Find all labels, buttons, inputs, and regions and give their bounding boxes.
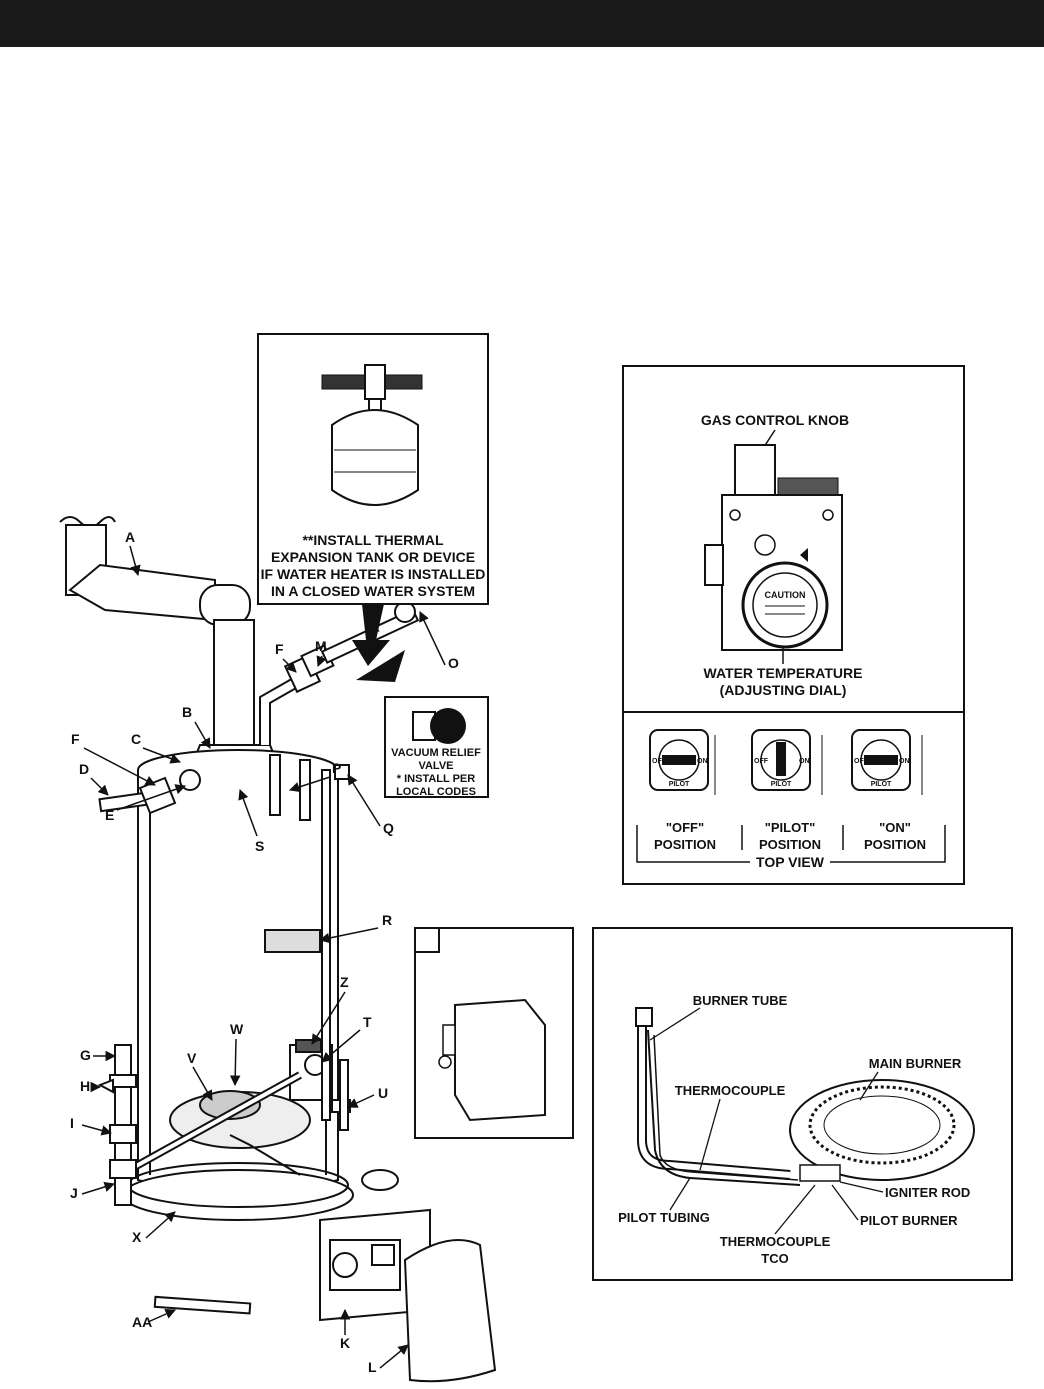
thermocouple-tco-label-1: THERMOCOUPLE	[720, 1234, 831, 1249]
knob-pilot-pilot: PILOT	[771, 781, 792, 788]
label-k: K	[340, 1335, 350, 1351]
label-f-left: F	[71, 731, 80, 747]
vacuum-text-3: * INSTALL PER	[397, 773, 475, 785]
dial-label-2: (ADJUSTING DIAL)	[720, 682, 847, 698]
label-h: H	[80, 1078, 90, 1094]
burner-tube-label: BURNER TUBE	[693, 993, 788, 1008]
label-t: T	[363, 1014, 372, 1030]
label-j: J	[70, 1185, 78, 1201]
knob-on-off: OFF	[854, 758, 869, 765]
label-s: S	[255, 838, 264, 854]
label-v: V	[187, 1050, 197, 1066]
on-label-2: POSITION	[864, 837, 926, 852]
expansion-text-1: **INSTALL THERMAL	[302, 532, 443, 548]
expansion-tank-panel: **INSTALL THERMAL EXPANSION TANK OR DEVI…	[257, 333, 489, 605]
label-b: B	[182, 704, 192, 720]
vacuum-text-2: VALVE	[418, 760, 453, 772]
label-e: E	[105, 807, 114, 823]
knob-off-on: ON	[697, 758, 708, 765]
knob-on-on: ON	[899, 758, 910, 765]
gas-control-panel: GAS CONTROL KNOB CAUTION WATER TEMPERATU…	[622, 365, 965, 885]
vacuum-relief-panel: VACUUM RELIEF VALVE * INSTALL PER LOCAL …	[384, 696, 489, 798]
tco-module-panel	[414, 927, 574, 1139]
pilot-tubing-label: PILOT TUBING	[618, 1210, 710, 1225]
pilot-label-2: POSITION	[759, 837, 821, 852]
knob-pilot: PILOT OFF ON	[751, 729, 823, 795]
knob-on: PILOT OFF ON	[851, 729, 923, 795]
pilot-burner-label: PILOT BURNER	[860, 1213, 958, 1228]
label-aa: AA	[132, 1314, 152, 1330]
callout-labels: A B C D E F F M N O P Q S R Z T W V G H …	[70, 529, 459, 1375]
knob-off-off: OFF	[652, 758, 667, 765]
gas-control-knob-label: GAS CONTROL KNOB	[701, 412, 849, 428]
off-label-1: "OFF"	[666, 820, 704, 835]
thermocouple-label: THERMOCOUPLE	[675, 1083, 786, 1098]
label-n: N	[364, 642, 374, 658]
dial-label-1: WATER TEMPERATURE	[704, 665, 863, 681]
expansion-arrow	[352, 604, 390, 666]
burner-panel: BURNER TUBE MAIN BURNER THERMOCOUPLE IGN…	[592, 927, 1013, 1281]
label-i: I	[70, 1115, 74, 1131]
off-label-2: POSITION	[654, 837, 716, 852]
label-l: L	[368, 1359, 377, 1375]
vacuum-text-4: LOCAL CODES	[396, 786, 476, 798]
igniter-rod-label: IGNITER ROD	[885, 1185, 970, 1200]
label-m: M	[315, 638, 327, 654]
expansion-text-4: IN A CLOSED WATER SYSTEM	[271, 583, 475, 599]
water-heater-illustration	[59, 516, 497, 1383]
expansion-text-2: EXPANSION TANK OR DEVICE	[271, 549, 475, 565]
label-w: W	[230, 1021, 244, 1037]
label-g: G	[80, 1047, 91, 1063]
label-p: P	[332, 760, 341, 776]
knob-off: PILOT OFF ON	[649, 729, 716, 795]
knob-pilot-off: OFF	[754, 758, 769, 765]
label-f-right: F	[275, 641, 284, 657]
label-x: X	[132, 1229, 142, 1245]
label-q: Q	[383, 820, 394, 836]
label-r: R	[382, 912, 392, 928]
main-burner-label: MAIN BURNER	[869, 1056, 962, 1071]
label-o: O	[448, 655, 459, 671]
leader-lines	[81, 545, 446, 1369]
knob-pilot-on: ON	[799, 758, 810, 765]
expansion-text-3: IF WATER HEATER IS INSTALLED	[261, 566, 486, 582]
header-bar	[0, 0, 1044, 47]
on-label-1: "ON"	[879, 820, 911, 835]
top-view-label: TOP VIEW	[756, 854, 825, 870]
label-d: D	[79, 761, 89, 777]
label-c: C	[131, 731, 141, 747]
label-u: U	[378, 1085, 388, 1101]
pilot-label-1: "PILOT"	[765, 820, 816, 835]
caution-text: CAUTION	[765, 590, 806, 600]
vacuum-text-1: VACUUM RELIEF	[391, 747, 481, 759]
label-z: Z	[340, 974, 349, 990]
thermocouple-tco-label-2: TCO	[761, 1251, 788, 1266]
vacuum-arrow	[356, 650, 405, 682]
knob-on-pilot: PILOT	[871, 781, 892, 788]
knob-off-pilot: PILOT	[669, 781, 690, 788]
label-a: A	[125, 529, 135, 545]
